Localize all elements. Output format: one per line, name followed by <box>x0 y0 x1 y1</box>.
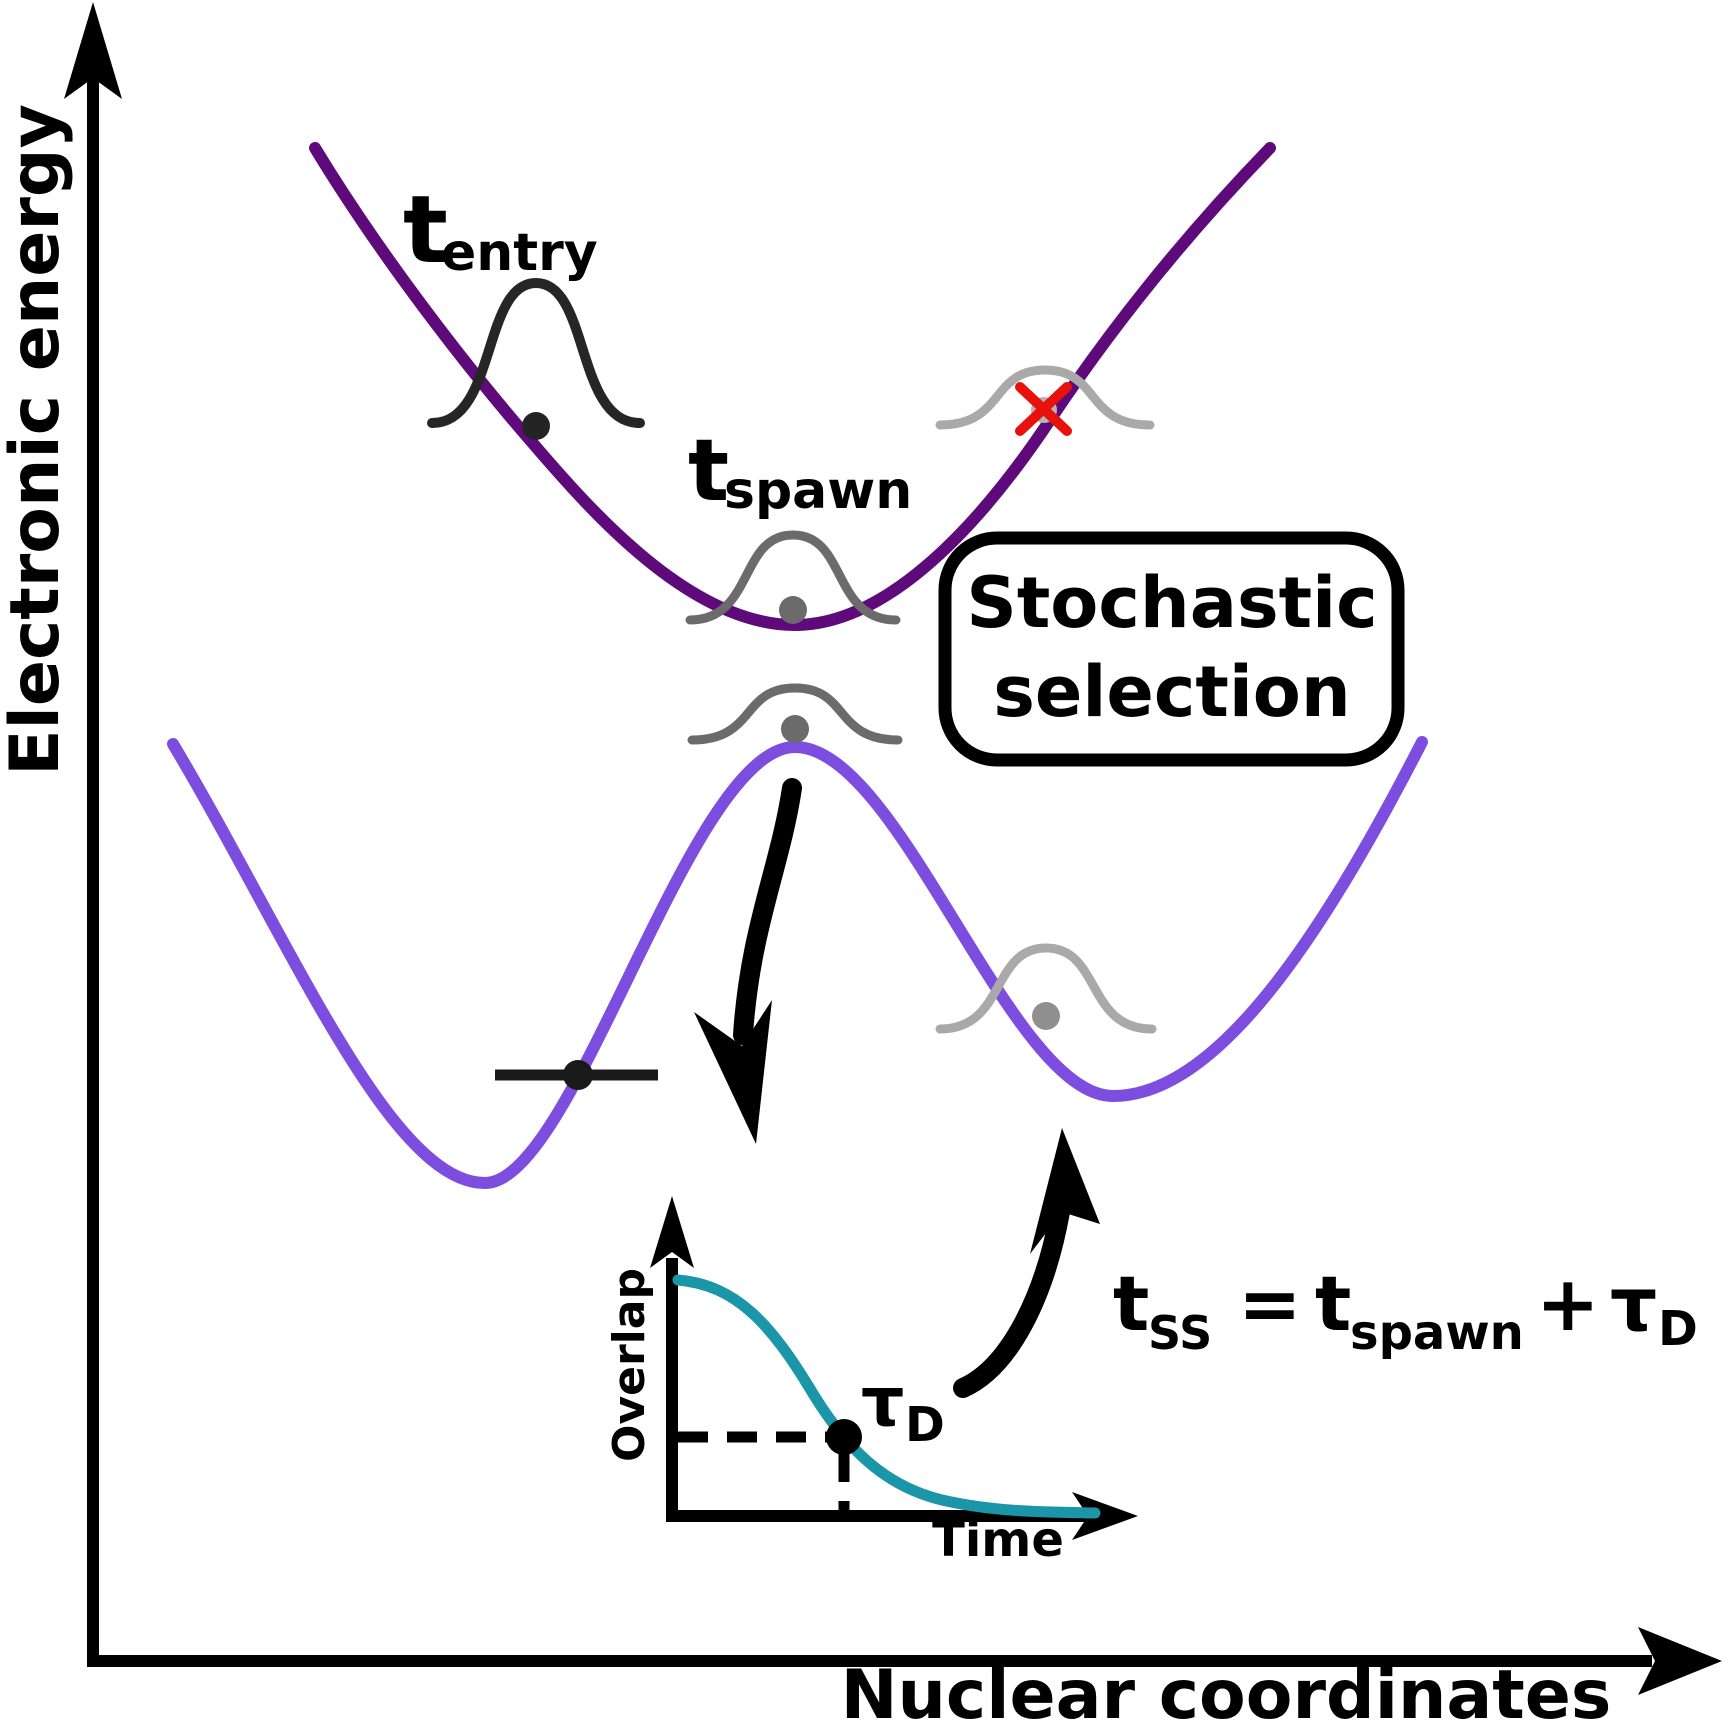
decay-arrow-body <box>733 778 802 1045</box>
wavepacket-selected-lower <box>935 943 1157 1034</box>
wavepacket-spawn <box>685 530 901 625</box>
eq-plus: + <box>1536 1259 1600 1348</box>
entry-dot <box>522 412 550 440</box>
lower-state-curve <box>167 736 1428 1190</box>
t-spawn-label: t spawn <box>688 421 912 521</box>
respawn-arrow-head-icon <box>1030 1128 1100 1254</box>
overlap-inset: Overlap Time τ D <box>604 1196 1138 1568</box>
y-axis-arrow-icon <box>64 2 122 99</box>
selected-dot <box>1032 1002 1060 1030</box>
tau-d-base: τ <box>861 1363 904 1442</box>
eq-rhs1-sub: spawn <box>1350 1305 1524 1361</box>
stochastic-selection-callout: Stochastic selection <box>938 531 1405 767</box>
y-axis-label: Electronic energy <box>0 104 75 776</box>
eq-lhs-base: t <box>1113 1259 1149 1348</box>
callout-line1: Stochastic <box>966 562 1377 644</box>
callout-box <box>938 531 1405 767</box>
x-axis-label: Nuclear coordinates <box>841 1656 1612 1732</box>
selected-gaussian <box>935 943 1157 1034</box>
x-axis-arrow-icon <box>1638 1627 1722 1695</box>
respawn-arrow-body <box>953 1202 1070 1398</box>
eq-rhs1-base: t <box>1315 1259 1351 1348</box>
tau-d-sub: D <box>905 1397 945 1453</box>
t-spawn-sub: spawn <box>724 461 912 521</box>
eq-rhs2-base: τ <box>1610 1262 1657 1348</box>
reject-cross-icon <box>1015 382 1072 436</box>
decay-arrow-head-icon <box>694 1000 772 1144</box>
t-entry-base: t <box>403 176 448 285</box>
callout-line2: selection <box>993 651 1351 733</box>
wavepacket-rejected <box>935 365 1155 436</box>
decoherence-point <box>826 1419 862 1455</box>
t-entry-label: t entry <box>403 176 598 285</box>
tau-d-label: τ D <box>861 1363 945 1453</box>
respawn-arrow <box>953 1128 1100 1398</box>
entry-gaussian <box>427 277 645 428</box>
eq-equals: = <box>1238 1259 1302 1348</box>
t-entry-sub: entry <box>441 223 598 283</box>
inset-x-axis-arrow-icon <box>1072 1492 1138 1540</box>
selection-time-equation: t SS = t spawn + τ D <box>1113 1259 1698 1361</box>
t-spawn-base: t <box>688 421 729 521</box>
rejected-gaussian <box>935 365 1155 430</box>
classical-trajectory-marker <box>495 1060 658 1090</box>
inset-y-axis-label: Overlap <box>604 1268 655 1462</box>
transferred-gaussian <box>687 683 903 745</box>
inset-x-axis-label: Time <box>932 1512 1064 1568</box>
eq-rhs2-sub: D <box>1658 1301 1698 1357</box>
spawn-gaussian <box>685 530 901 625</box>
wavepacket-transferred <box>687 683 903 745</box>
transferred-dot <box>781 715 809 743</box>
trajectory-dot <box>563 1060 593 1090</box>
eq-lhs-sub: SS <box>1148 1306 1212 1360</box>
upper-state-curve <box>309 142 1276 632</box>
overlap-decay-curve <box>672 1274 1101 1519</box>
inset-y-axis-arrow-icon <box>650 1196 694 1268</box>
spawn-dot <box>779 596 807 624</box>
decay-arrow <box>694 778 802 1144</box>
wavepacket-entry <box>427 277 645 440</box>
